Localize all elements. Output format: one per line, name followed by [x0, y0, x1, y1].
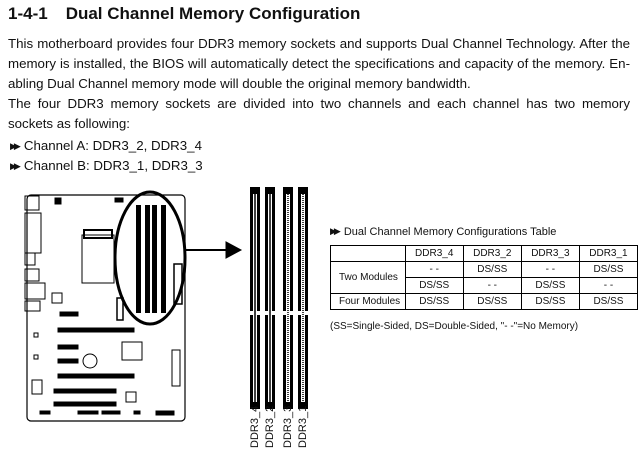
pcie-slot [57, 327, 135, 333]
bullet-arrow-icon: ▶▶ [10, 141, 21, 151]
slot-label-ddr3-1: DDR3_1 [297, 405, 309, 448]
enlarged-dimm-slots [250, 187, 308, 409]
table-row: Two Modules - - DS/SS - - DS/SS [330, 261, 638, 294]
bullet-arrow-icon: ▶▶ [10, 161, 21, 171]
table-header-row: DDR3_4 DDR3_2 DDR3_3 DDR3_1 [330, 245, 638, 262]
intro-paragraph: This motherboard provides four DDR3 memo… [8, 36, 630, 91]
table-note: (SS=Single-Sided, DS=Double-Sided, "- -"… [330, 321, 579, 332]
bullet-arrow-icon: ▶▶ [330, 226, 341, 236]
arrow-head-icon [225, 241, 243, 259]
mini-dimm-slots [136, 205, 166, 313]
pci-slot [53, 388, 117, 394]
channel-b-item: ▶▶Channel B: DDR3_1, DDR3_3 [10, 158, 203, 173]
slot-label-ddr3-4: DDR3_4 [249, 405, 261, 448]
pci-slot [53, 401, 117, 407]
pcie-slot [57, 373, 135, 379]
channels-paragraph: The four DDR3 memory sockets are divided… [8, 96, 630, 131]
motherboard-diagram [24, 187, 308, 422]
dimm-highlight-ellipse [113, 190, 187, 326]
motherboard-outline [26, 194, 186, 422]
slot-label-ddr3-2: DDR3_2 [264, 405, 276, 448]
memory-config-table: DDR3_4 DDR3_2 DDR3_3 DDR3_1 Two Modules … [330, 245, 638, 310]
slot-label-ddr3-3: DDR3_3 [282, 405, 294, 448]
table-row: Four Modules DS/SS DS/SS DS/SS DS/SS [330, 293, 638, 310]
channel-a-item: ▶▶Channel A: DDR3_2, DDR3_4 [10, 138, 202, 153]
cpu-socket [81, 234, 115, 284]
table-caption: ▶▶Dual Channel Memory Configurations Tab… [330, 226, 557, 238]
